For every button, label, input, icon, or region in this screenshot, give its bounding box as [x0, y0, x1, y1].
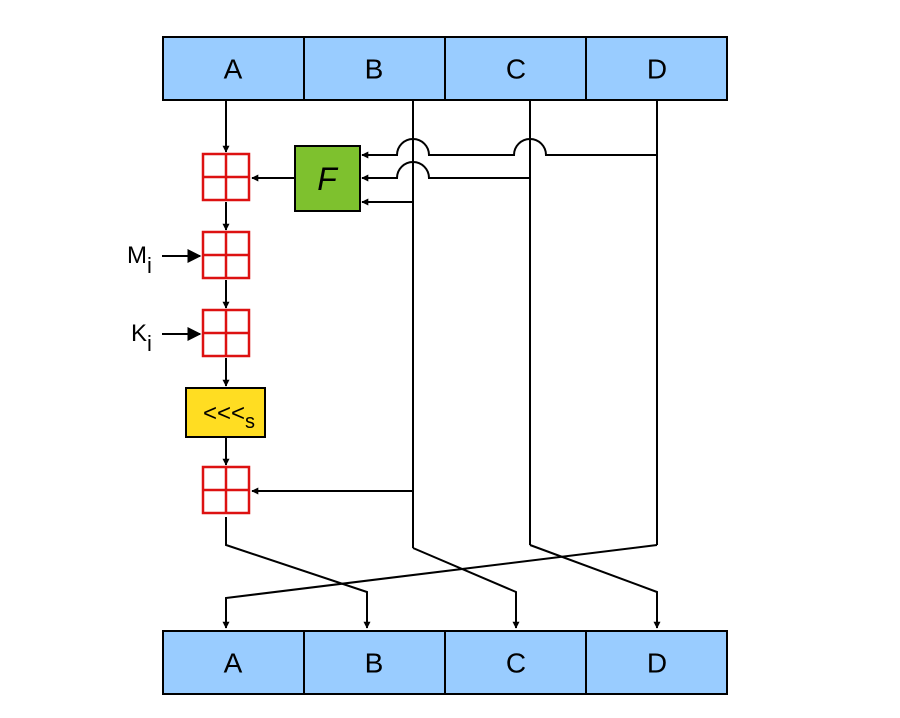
function-f-rect	[294, 145, 361, 212]
top-register-cell-c	[444, 36, 587, 101]
wire-c-to-bottom-d	[529, 544, 661, 629]
bottom-register-cell-a	[162, 630, 305, 695]
bottom-register-cell-d	[585, 630, 728, 695]
wire-c-to-f	[361, 161, 530, 182]
message-label-sub: i	[147, 253, 152, 278]
adder-1	[201, 152, 251, 202]
bottom-register-label-a: A	[224, 648, 243, 679]
adder-3	[201, 308, 251, 358]
top-register-label-d: D	[647, 54, 667, 85]
rotate-box: <<<s	[185, 387, 266, 438]
wire-d-to-f	[361, 138, 657, 159]
adder-4	[201, 465, 251, 515]
top-register-label-b: B	[365, 54, 384, 85]
top-register-cell-d	[585, 36, 728, 101]
bottom-register-label-d: D	[647, 648, 667, 679]
wire-d-to-bottom-a	[222, 544, 658, 629]
bottom-register-label-b: B	[365, 648, 384, 679]
rotate-rect	[185, 387, 266, 438]
rotate-label-main: <<<	[203, 400, 245, 427]
message-label: Mi	[127, 242, 152, 278]
rotate-label: <<<s	[203, 400, 255, 434]
bottom-register: A B C D	[162, 630, 728, 695]
adder-2	[201, 230, 251, 280]
top-register-label-c: C	[506, 54, 526, 85]
message-label-main: M	[127, 242, 147, 269]
rotate-label-sub: s	[245, 411, 255, 433]
wire-sum-to-bottom-b	[225, 517, 371, 629]
function-f-label: F	[317, 161, 339, 197]
top-register-cell-b	[303, 36, 446, 101]
constant-label-sub: i	[147, 331, 152, 356]
wire-b-to-bottom-c	[412, 547, 520, 629]
bottom-register-label-c: C	[506, 648, 526, 679]
bottom-register-cell-b	[303, 630, 446, 695]
top-register: A B C D	[162, 36, 728, 101]
wires	[162, 100, 661, 629]
constant-label-main: K	[131, 320, 147, 347]
top-register-cell-a	[162, 36, 305, 101]
bottom-register-cell-c	[444, 630, 587, 695]
top-register-label-a: A	[224, 54, 243, 85]
constant-label: Ki	[131, 320, 152, 356]
function-f-box: F	[294, 145, 361, 212]
